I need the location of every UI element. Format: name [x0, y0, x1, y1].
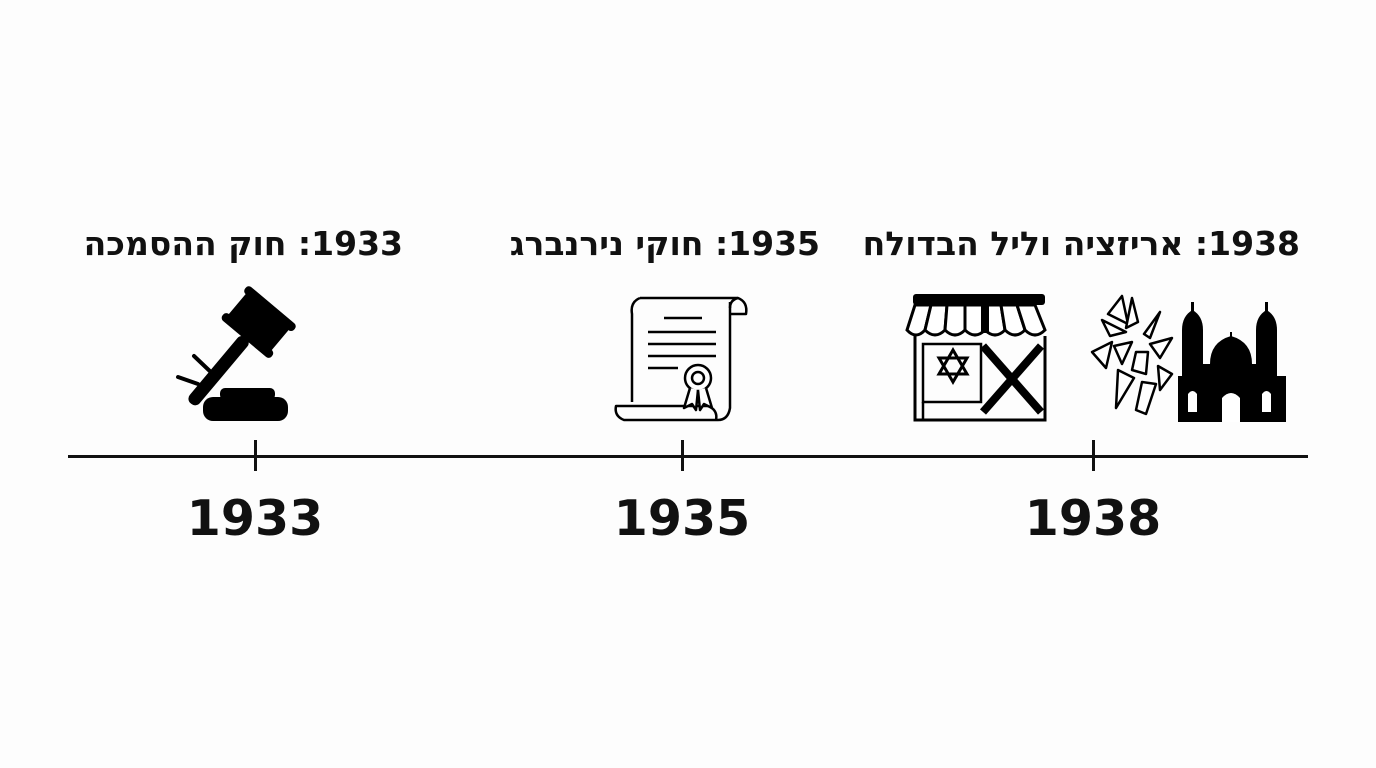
event-title-1938: 1938: אריזציה וליל הבדולח: [862, 224, 1300, 263]
event-title-1933: 1933: חוק ההסמכה: [83, 224, 403, 263]
gavel-icon: [176, 286, 296, 421]
tick-1935: [681, 440, 684, 471]
timeline-axis: [68, 455, 1308, 458]
year-label-1933: 1933: [186, 490, 324, 547]
year-label-1938: 1938: [1024, 490, 1162, 547]
year-label-1935: 1935: [613, 490, 751, 547]
tick-1938: [1092, 440, 1095, 471]
scroll-certificate-icon: [614, 296, 748, 422]
synagogue-icon: [1178, 302, 1286, 422]
shattered-glass-icon: [1090, 294, 1174, 416]
closed-shop-star-of-david-icon: [905, 294, 1047, 422]
tick-1933: [254, 440, 257, 471]
event-title-1935: 1935: חוקי נירנברג: [509, 224, 820, 263]
